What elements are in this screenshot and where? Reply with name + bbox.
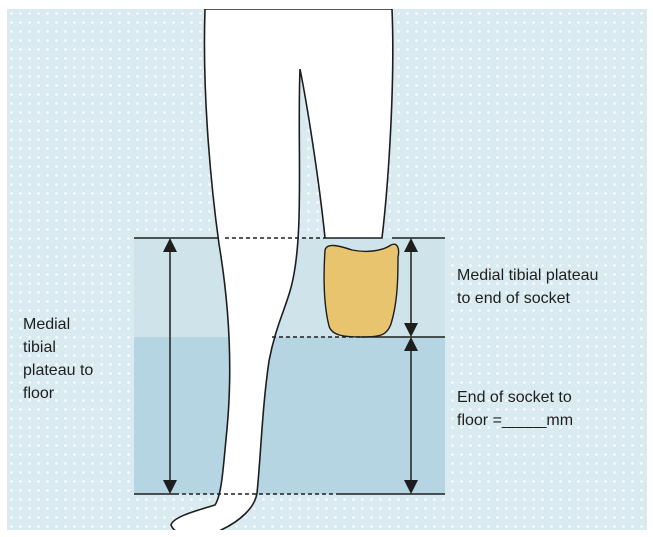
label-line: plateau to (23, 359, 93, 382)
diagram-canvas: Medial tibial plateau to floor Medial ti… (7, 9, 647, 530)
socket-to-floor-label: End of socket to floor =_____mm (457, 386, 573, 432)
plateau-to-floor-label: Medial tibial plateau to floor (23, 313, 93, 405)
lower-band (134, 337, 445, 494)
label-line: floor =_____mm (457, 409, 573, 432)
label-line: Medial (23, 313, 93, 336)
label-line: floor (23, 382, 93, 405)
socket-icon (324, 244, 399, 337)
label-line: End of socket to (457, 386, 573, 409)
plateau-to-socket-label: Medial tibial plateau to end of socket (457, 264, 598, 310)
label-line: to end of socket (457, 287, 598, 310)
label-line: tibial (23, 336, 93, 359)
label-line: Medial tibial plateau (457, 264, 598, 287)
